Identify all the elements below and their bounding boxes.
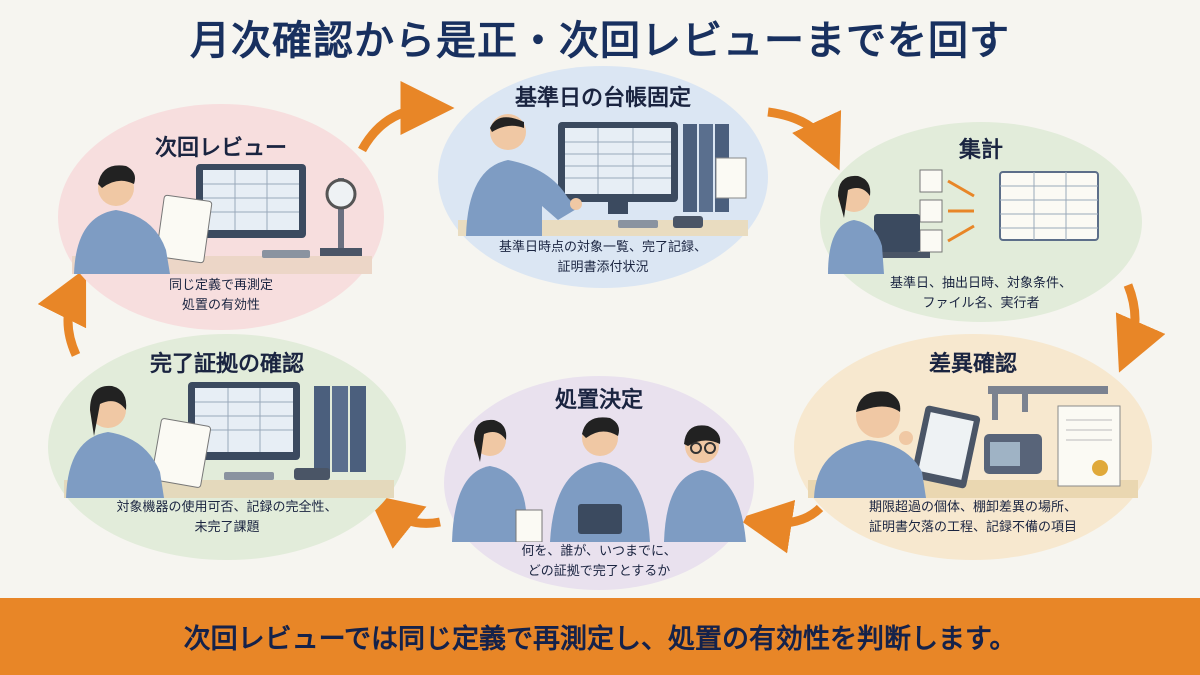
step-description: 同じ定義で再測定 処置の有効性 [168,278,273,313]
step-description: 基準日、抽出日時、対象条件、 ファイル名、実行者 [889,276,1072,311]
step-title: 基準日の台帳固定 [514,86,691,111]
step-title: 集計 [958,138,1003,163]
diagram-title: 月次確認から是正・次回レビューまでを回す [190,18,1010,64]
step-difference-check: 差異確認 期限超過の個体、棚卸差異の場所、 証明書欠落の工程、記録不備の項目 [794,334,1152,560]
step-next-review: 次回レビュー 同じ定義で再測定 処置の有効性 [58,104,384,330]
step-action-decision: 処置決定 何を、誰が、いつまでに、 どの証拠で完了とするか [444,376,754,590]
summary-banner: 次回レビューでは同じ定義で再測定し、処置の有効性を判断します。 [0,598,1200,675]
person-at-laptop-illustration [828,169,1099,274]
step-title: 処置決定 [554,388,643,413]
person-at-monitor-illustration [458,114,748,236]
step-description: 基準日時点の対象一覧、完了記録、 証明書添付状況 [498,240,707,275]
person-with-gauge-illustration [72,164,372,274]
step-title: 完了証拠の確認 [149,352,304,377]
step-completion-evidence: 完了証拠の確認 対象機器の使用可否、記録の完全性、 未完了課題 [48,334,406,560]
summary-text: 次回レビューでは同じ定義で再測定し、処置の有効性を判断します。 [183,624,1017,655]
step-ledger-fix: 基準日の台帳固定 基準日時点の対象一覧、完了記録、 証明書添付状況 [438,66,768,288]
step-title: 差異確認 [928,352,1017,377]
team-discussion-illustration [452,417,746,542]
person-with-tablet-illustration [808,386,1138,498]
step-description: 何を、誰が、いつまでに、 どの証拠で完了とするか [521,544,677,579]
person-with-clipboard-illustration [64,382,394,498]
step-description: 対象機器の使用可否、記録の完全性、 未完了課題 [116,500,338,535]
step-description: 期限超過の個体、棚卸差異の場所、 証明書欠落の工程、記録不備の項目 [868,500,1077,535]
step-aggregation: 集計 基準日、抽出日時、対象条件、 ファイル名、実行者 [820,122,1142,322]
step-title: 次回レビュー [154,136,287,161]
